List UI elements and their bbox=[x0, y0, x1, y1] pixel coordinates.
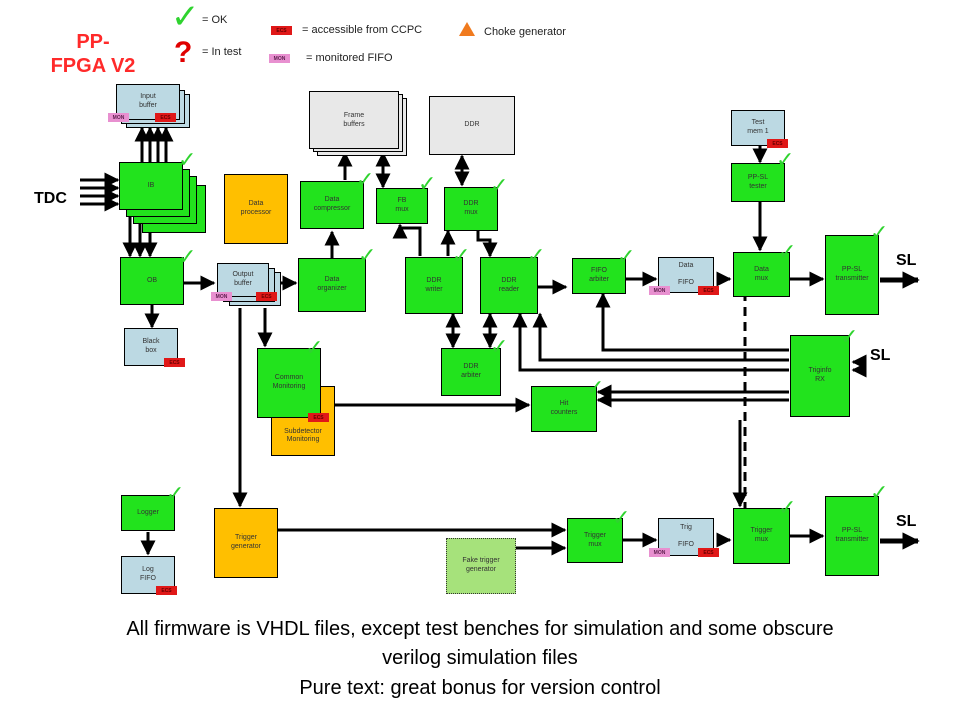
check-icon: ✓ bbox=[166, 482, 185, 507]
bottom-text-line: All firmware is VHDL files, except test … bbox=[126, 618, 834, 640]
check-icon: ✓ bbox=[586, 376, 605, 401]
legend-ccpc-tag: ECS bbox=[271, 26, 292, 35]
tdc-label: TDC bbox=[34, 190, 67, 207]
check-icon: ✓ bbox=[418, 172, 437, 197]
triginfo-rx-block: Triginfo RX bbox=[790, 335, 850, 417]
mon-tag: MON bbox=[649, 286, 670, 295]
check-icon: ✓ bbox=[178, 148, 197, 173]
title-line-2: FPGA V2 bbox=[50, 55, 136, 77]
frame-buffers-block: Frame buffers bbox=[309, 91, 399, 149]
check-icon: ✓ bbox=[178, 245, 197, 270]
bottom-text-line: verilog simulation files bbox=[382, 647, 578, 669]
triginfo-to-fifo-arbiter bbox=[595, 292, 789, 352]
sl-label: SL bbox=[896, 252, 917, 269]
page-title: PP- FPGA V2 bbox=[48, 30, 138, 78]
check-icon: ✓ bbox=[778, 240, 797, 265]
triginfo-to-ddr-reader bbox=[532, 312, 789, 362]
ddrmux-to-reader bbox=[476, 231, 498, 258]
question-icon: ? bbox=[174, 36, 193, 69]
legend-choke-text: Choke generator bbox=[484, 26, 566, 38]
fifo-arbiter-block: FIFO arbiter bbox=[572, 258, 626, 294]
ob-block: OB bbox=[120, 257, 184, 305]
ppsl-transmitter-block: PP-SL transmitter bbox=[825, 496, 879, 576]
hit-counters-block: Hit counters bbox=[531, 386, 597, 432]
ccpc-tag: ECS bbox=[767, 139, 788, 148]
check-icon: ✓ bbox=[840, 325, 859, 350]
check-icon: ✓ bbox=[870, 481, 889, 506]
mon-tag: MON bbox=[649, 548, 670, 557]
triginfo-to-ddr-reader-2 bbox=[512, 312, 789, 372]
sl-label: SL bbox=[896, 513, 917, 530]
fb-mux-block: FB mux bbox=[376, 188, 428, 224]
title-line-1: PP- bbox=[76, 31, 110, 53]
check-icon: ✓ bbox=[778, 496, 797, 521]
ppsl-transmitter-block: PP-SL transmitter bbox=[825, 235, 879, 315]
ccpc-tag: ECS bbox=[156, 586, 177, 595]
check-icon: ✓ bbox=[776, 148, 795, 173]
check-icon: ✓ bbox=[870, 221, 889, 246]
ccpc-tag: ECS bbox=[698, 548, 719, 557]
ccpc-tag: ECS bbox=[698, 286, 719, 295]
logger-block: Logger bbox=[121, 495, 175, 531]
check-icon: ✓ bbox=[452, 244, 471, 269]
legend-mon-text: = monitored FIFO bbox=[306, 52, 393, 64]
legend-ccpc-text: = accessible from CCPC bbox=[302, 24, 423, 36]
ddr-arbiter-block: DDR arbiter bbox=[441, 348, 501, 396]
legend-mon-tag: MON bbox=[269, 54, 290, 63]
trigger-mux-block: Trigger mux bbox=[733, 508, 790, 564]
ib-block: IB bbox=[119, 162, 183, 210]
ccpc-tag: ECS bbox=[256, 292, 277, 301]
check-icon: ✓ bbox=[490, 174, 509, 199]
fake-trigger-generator-block: Fake trigger generator bbox=[446, 538, 516, 594]
data-compressor-block: Data compressor bbox=[300, 181, 364, 229]
mon-tag: MON bbox=[108, 113, 129, 122]
ddr-writer-block: DDR writer bbox=[405, 257, 463, 314]
trigger-mux-block: Trigger mux bbox=[567, 518, 623, 563]
ddr-block: DDR bbox=[429, 96, 515, 155]
check-icon: ✓ bbox=[358, 244, 377, 269]
data-mux-block: Data mux bbox=[733, 252, 790, 297]
bottom-text-line: Pure text: great bonus for version contr… bbox=[299, 677, 661, 699]
ddr-reader-block: DDR reader bbox=[480, 257, 538, 314]
data-processor-block: Data processor bbox=[224, 174, 288, 244]
legend-ok-text: = OK bbox=[202, 14, 228, 26]
writer-to-fbmux bbox=[392, 223, 422, 256]
check-icon: ✓ bbox=[617, 245, 636, 270]
mon-tag: MON bbox=[211, 292, 232, 301]
triangle-icon bbox=[459, 22, 475, 36]
check-icon: ✓ bbox=[490, 335, 509, 360]
check-icon: ✓ bbox=[171, 0, 200, 37]
legend-in-test-text: = In test bbox=[202, 46, 242, 58]
ccpc-tag: ECS bbox=[155, 113, 176, 122]
data-organizer-block: Data organizer bbox=[298, 258, 366, 312]
check-icon: ✓ bbox=[305, 336, 324, 361]
output-buffer-block: Output buffer bbox=[217, 263, 269, 297]
check-icon: ✓ bbox=[612, 506, 631, 531]
common-monitoring-block: Common Monitoring bbox=[257, 348, 321, 418]
sl-label: SL bbox=[870, 347, 891, 364]
ccpc-tag: ECS bbox=[164, 358, 185, 367]
check-icon: ✓ bbox=[356, 168, 375, 193]
ccpc-tag: ECS bbox=[308, 413, 329, 422]
ddr-mux-block: DDR mux bbox=[444, 187, 498, 231]
ppsl-tester-block: PP-SL tester bbox=[731, 163, 785, 202]
trigger-generator-block: Trigger generator bbox=[214, 508, 278, 578]
check-icon: ✓ bbox=[527, 244, 546, 269]
